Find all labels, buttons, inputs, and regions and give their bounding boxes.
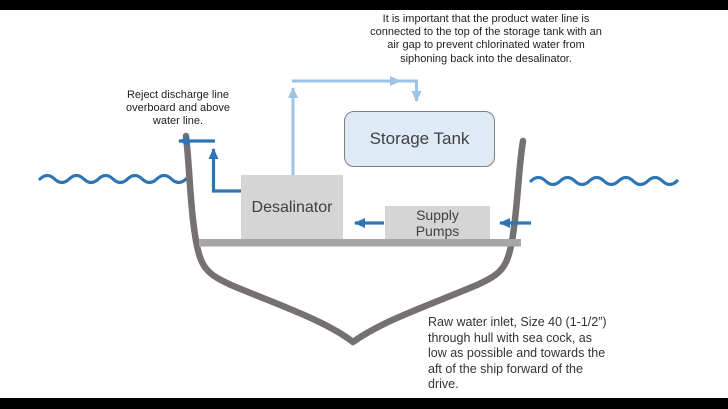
water-line-right-icon: [529, 175, 679, 187]
reject-discharge-note: Reject discharge line overboard and abov…: [126, 89, 230, 128]
letterbox-bar-top: [0, 0, 728, 10]
water-line-left-icon: [38, 173, 188, 185]
reject-discharge-up-arrow: [208, 148, 241, 193]
product-water-note: It is important that the product water l…: [370, 13, 602, 65]
equipment-platform: [199, 239, 521, 247]
letterbox-bar-bottom: [0, 398, 728, 409]
storage-tank-box: Storage Tank: [344, 111, 495, 167]
desalinator-label: Desalinator: [251, 198, 333, 216]
supply-pumps-label: Supply Pumps: [415, 207, 460, 239]
supply-pumps-box: Supply Pumps: [385, 206, 490, 240]
product-water-line-down-arrow: [400, 79, 422, 102]
raw-water-inlet-note: Raw water inlet, Size 40 (1-1/2”) throug…: [428, 315, 607, 392]
desalinator-box: Desalinator: [241, 175, 343, 240]
storage-tank-label: Storage Tank: [369, 129, 470, 148]
